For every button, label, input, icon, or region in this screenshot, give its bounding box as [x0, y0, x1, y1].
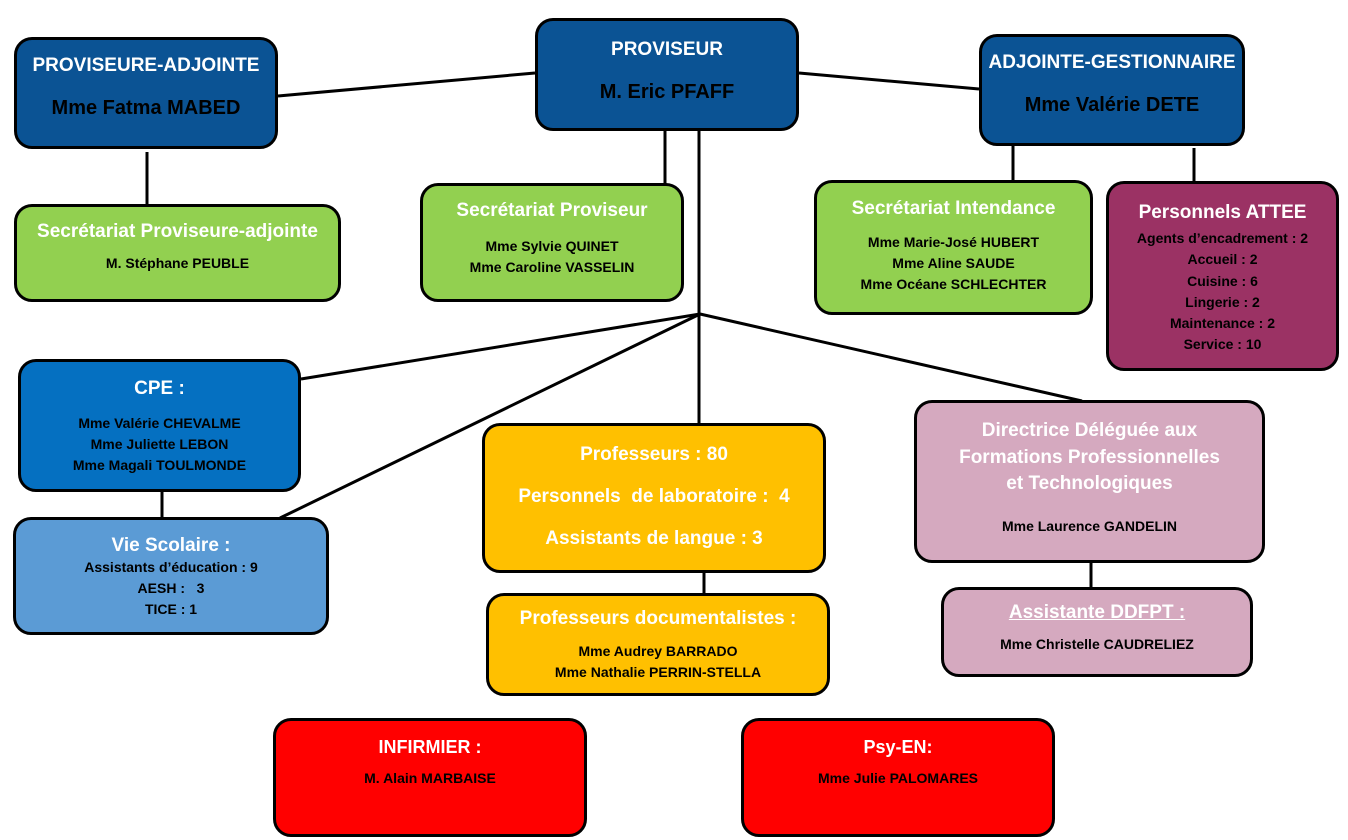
member-name: Mme Nathalie PERRIN-STELLA [554, 664, 762, 680]
node-secretariat-intendance: Secrétariat Intendance Mme Marie-José HU… [814, 180, 1093, 315]
staff-count: Service : 10 [1183, 336, 1262, 353]
node-title: PROVISEURE-ADJOINTE [32, 55, 260, 76]
node-secretariat-proviseure-adjointe: Secrétariat Proviseure-adjointe M. Stéph… [14, 204, 341, 302]
member-list: Mme Sylvie QUINET Mme Caroline VASSELIN [423, 236, 681, 278]
node-professeurs-documentalistes: Professeurs documentalistes : Mme Audrey… [486, 593, 830, 696]
connector-trunk-ddfpt [699, 312, 1083, 403]
node-title: Assistante DDFPT : [1008, 602, 1186, 623]
member-name: Mme Juliette LEBON [90, 436, 229, 452]
member-list: Mme Marie-José HUBERT Mme Aline SAUDE Mm… [817, 232, 1090, 295]
node-psy-en: Psy-EN: Mme Julie PALOMARES [741, 718, 1055, 837]
member-name: Mme Magali TOULMONDE [72, 457, 247, 473]
staff-count: Agents d’encadrement : 2 [1136, 230, 1309, 246]
staff-count-list: Professeurs : 80 Personnels de laboratoi… [485, 434, 823, 560]
member-name: Mme Aline SAUDE [892, 255, 1015, 271]
node-title: CPE : [134, 378, 185, 399]
node-person-name: M. Alain MARBAISE [364, 770, 496, 786]
staff-count: Lingerie : 2 [1185, 293, 1260, 310]
staff-count: AESH : 3 [137, 580, 205, 596]
node-title: Secrétariat Proviseur [456, 200, 648, 221]
node-title: PROVISEUR [611, 39, 723, 60]
node-title: ADJOINTE-GESTIONNAIRE [988, 52, 1236, 73]
member-name: Mme Marie-José HUBERT [867, 234, 1040, 250]
node-person-name: Mme Laurence GANDELIN [1001, 517, 1178, 534]
member-name: Mme Sylvie QUINET [485, 238, 619, 254]
node-proviseure-adjointe: PROVISEURE-ADJOINTE Mme Fatma MABED [14, 37, 278, 149]
node-person-name: M. Eric PFAFF [599, 81, 735, 103]
staff-count: Accueil : 2 [1187, 251, 1258, 268]
node-title: INFIRMIER : [378, 737, 482, 757]
node-person-name: Mme Fatma MABED [51, 97, 241, 119]
node-title: Secrétariat Intendance [851, 198, 1056, 219]
node-secretariat-proviseur: Secrétariat Proviseur Mme Sylvie QUINET … [420, 183, 684, 302]
member-name: Mme Audrey BARRADO [578, 643, 738, 659]
connector-trunk-cpe [300, 312, 701, 381]
staff-count: Maintenance : 2 [1169, 315, 1276, 332]
node-proviseur: PROVISEUR M. Eric PFAFF [535, 18, 799, 131]
node-personnels-attee: Personnels ATTEE Agents d’encadrement : … [1106, 181, 1339, 371]
staff-count-list: Agents d’encadrement : 2 Accueil : 2 Cui… [1109, 228, 1336, 356]
connector-trunk-vie-scolaire [279, 312, 701, 520]
member-name: Mme Océane SCHLECHTER [860, 276, 1047, 292]
node-cpe: CPE : Mme Valérie CHEVALME Mme Juliette … [18, 359, 301, 492]
staff-count: Professeurs : 80 [580, 444, 728, 465]
connector-proviseur-proviseure-adjointe [277, 71, 536, 98]
node-person-name: Mme Julie PALOMARES [818, 770, 978, 786]
title-line: Formations Professionnelles [959, 446, 1220, 468]
node-assistante-ddfpt: Assistante DDFPT : Mme Christelle CAUDRE… [941, 587, 1253, 677]
node-vie-scolaire: Vie Scolaire : Assistants d’éducation : … [13, 517, 329, 635]
staff-count: TICE : 1 [144, 601, 198, 617]
node-enseignement: Professeurs : 80 Personnels de laboratoi… [482, 423, 826, 573]
member-list: Mme Valérie CHEVALME Mme Juliette LEBON … [21, 413, 298, 476]
title-line: Directrice Déléguée aux [981, 420, 1198, 441]
staff-count: Assistants d’éducation : 9 [84, 559, 258, 575]
node-infirmier: INFIRMIER : M. Alain MARBAISE [273, 718, 587, 837]
node-title: Personnels ATTEE [1138, 202, 1307, 223]
node-person-name: Mme Valérie DETE [1024, 94, 1200, 116]
staff-count: Personnels de laboratoire : 4 [518, 486, 790, 507]
connector-proviseur-adjointe-gestionnaire [798, 71, 980, 91]
node-title: Vie Scolaire : [111, 535, 231, 556]
node-title: Professeurs documentalistes : [519, 608, 797, 629]
node-person-name: Mme Christelle CAUDRELIEZ [1000, 636, 1194, 652]
staff-count: Cuisine : 6 [1187, 272, 1258, 289]
staff-count: Assistants de langue : 3 [545, 528, 763, 549]
member-name: Mme Caroline VASSELIN [469, 259, 635, 275]
member-list: Mme Audrey BARRADO Mme Nathalie PERRIN-S… [489, 641, 827, 683]
title-line: et Technologiques [1006, 473, 1173, 494]
member-name: M. Stéphane PEUBLE [105, 255, 250, 271]
node-adjointe-gestionnaire: ADJOINTE-GESTIONNAIRE Mme Valérie DETE [979, 34, 1245, 146]
node-ddfpt: Directrice Déléguée aux Formations Profe… [914, 400, 1265, 563]
node-title: Directrice Déléguée aux Formations Profe… [917, 418, 1262, 498]
node-title: Psy-EN: [863, 737, 933, 757]
node-title: Secrétariat Proviseure-adjointe [37, 221, 318, 242]
member-name: Mme Valérie CHEVALME [78, 415, 241, 431]
